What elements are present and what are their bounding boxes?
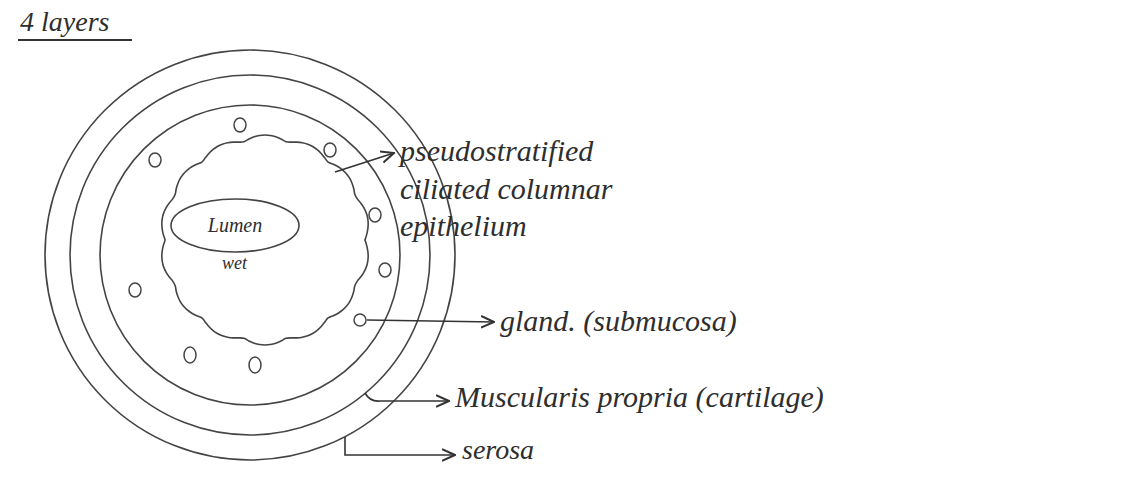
ellipse-shape bbox=[171, 199, 299, 252]
gland bbox=[369, 208, 381, 222]
leader-line bbox=[365, 393, 449, 401]
leader-line bbox=[345, 437, 455, 455]
gland bbox=[354, 314, 366, 326]
gland bbox=[149, 153, 161, 167]
layer-label: Muscularis propria (cartilage) bbox=[455, 378, 824, 416]
gland bbox=[129, 283, 141, 297]
title-underline bbox=[18, 39, 132, 41]
leader-line bbox=[367, 320, 494, 322]
leader-line bbox=[335, 153, 394, 172]
lumen-ellipse: Lumen bbox=[170, 198, 300, 253]
gland bbox=[184, 347, 196, 363]
lumen-label: Lumen bbox=[208, 214, 262, 237]
gland bbox=[234, 118, 246, 132]
title-label: 4 layers bbox=[20, 4, 109, 39]
gland bbox=[249, 357, 261, 373]
submucosa-ring bbox=[100, 105, 400, 405]
gland bbox=[379, 263, 391, 277]
lumen-note: wet bbox=[222, 252, 247, 275]
layer-label: gland. (submucosa) bbox=[500, 302, 737, 340]
muscularis-ring bbox=[70, 75, 430, 435]
serosa-ring bbox=[45, 50, 455, 460]
layer-label: serosa bbox=[462, 432, 534, 467]
gland-group bbox=[129, 118, 391, 373]
epithelium-edge bbox=[162, 135, 368, 345]
layer-label: pseudostratified ciliated columnar epith… bbox=[400, 132, 640, 245]
gland bbox=[324, 143, 336, 157]
